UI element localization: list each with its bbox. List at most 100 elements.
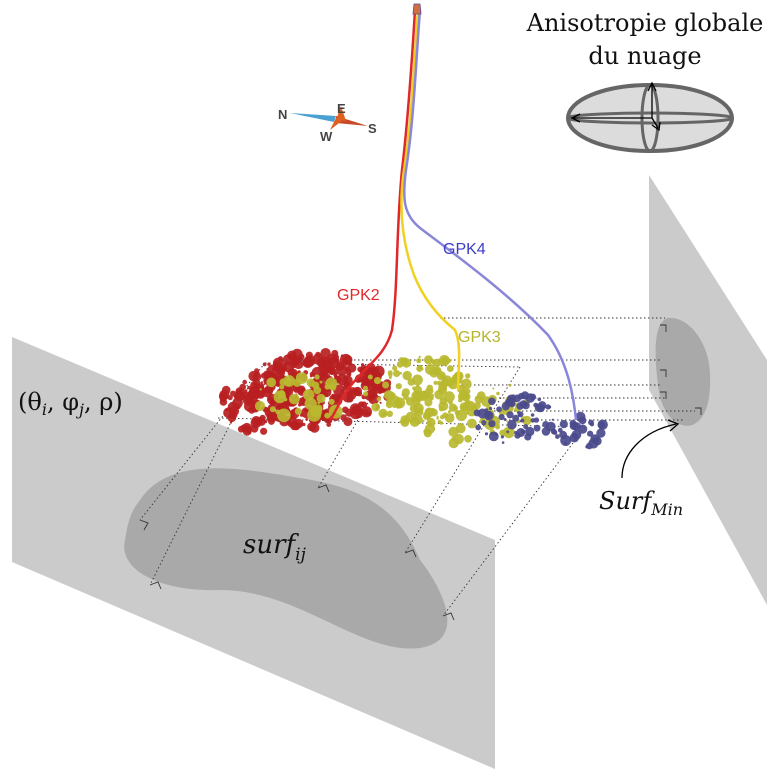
cloud-point [317,401,321,405]
cloud-point [342,375,353,386]
cloud-point [593,436,602,446]
cloud-point [424,398,433,407]
cloud-point [290,415,295,420]
cloud-point [496,406,502,413]
cloud-point [530,418,536,423]
cloud-point [386,410,393,417]
parameters-label: (θi, φj, ρ) [18,388,123,419]
cloud-point [506,430,510,434]
cloud-point [430,359,436,365]
cloud-point [302,422,306,427]
cloud-point [512,394,515,397]
surf-min-label: SurfMin [599,487,683,519]
cloud-point [418,355,421,359]
cloud-point [323,392,328,397]
cloud-point [545,404,551,410]
cloud-point [259,414,266,422]
seismic-point-cloud [218,348,608,450]
cloud-point [507,419,517,430]
cloud-point [309,423,320,433]
cloud-point [277,408,291,423]
cloud-point [434,389,444,400]
cloud-point [578,416,587,425]
cloud-point [361,375,370,384]
cloud-point [488,431,499,442]
cloud-point [473,405,477,408]
cloud-point [309,410,313,413]
cloud-point [413,403,424,414]
cloud-point [363,385,368,391]
surf-ij-shadow [124,468,448,649]
cloud-point [260,427,268,435]
cloud-point [586,442,593,450]
cloud-point [500,435,504,439]
cloud-point [488,406,493,411]
cloud-point [416,384,420,388]
cloud-point [320,365,331,375]
cloud-point [455,423,466,434]
cloud-point [416,358,422,364]
cloud-point [328,365,333,369]
cloud-point [455,409,468,421]
cloud-point [587,430,594,437]
cloud-point [457,392,466,401]
cloud-point [265,386,274,395]
cloud-point [464,435,472,443]
cloud-point [302,357,314,368]
cloud-point [530,413,535,417]
cloud-point [262,362,267,367]
cloud-point [298,403,302,407]
cloud-point [342,355,353,365]
cloud-point [387,370,393,376]
cloud-point [524,433,532,441]
cloud-point [305,351,313,359]
cloud-point [346,372,352,377]
cloud-point [337,393,343,399]
compass-needle-east [336,106,346,121]
cloud-point [421,367,424,371]
cloud-point [394,399,403,409]
cloud-point [590,422,594,427]
cloud-point [488,397,496,406]
cloud-point [267,364,279,377]
cloud-point [260,381,264,384]
cloud-point [272,412,277,416]
cloud-point [279,378,287,386]
cloud-point [352,405,359,412]
cloud-point [423,411,432,419]
cloud-point [291,348,303,360]
cloud-point [537,397,542,402]
cloud-point [373,377,382,385]
cloud-point [484,432,489,436]
anisotropy-ellipsoid [566,81,734,153]
cloud-point [289,393,300,405]
cloud-point [428,388,434,394]
cloud-point [400,418,410,427]
cloud-point [287,354,291,359]
cloud-point [278,403,283,408]
cloud-point [446,365,454,372]
cloud-point [395,383,402,390]
cloud-point [346,395,354,403]
well-label-gpk4: GPK4 [443,241,486,258]
anisotropy-title-line1: Anisotropie globale [526,9,764,37]
cloud-point [320,348,331,359]
right-angle-markers [139,324,702,621]
cloud-point [467,418,477,429]
compass-label-east: E [337,101,346,116]
cloud-point [244,391,248,395]
cloud-point [596,428,606,438]
cloud-point [282,354,294,366]
wellhead-marker [412,3,422,15]
cloud-point [304,397,317,411]
cloud-point [370,380,374,384]
cloud-point [436,415,439,418]
cloud-point [252,391,261,400]
compass-needle-west [330,118,343,130]
cloud-point [345,408,354,417]
cloud-point [436,417,439,420]
cloud-point [318,407,323,411]
well-label-gpk2: GPK2 [337,287,380,304]
cloud-point [247,430,252,435]
